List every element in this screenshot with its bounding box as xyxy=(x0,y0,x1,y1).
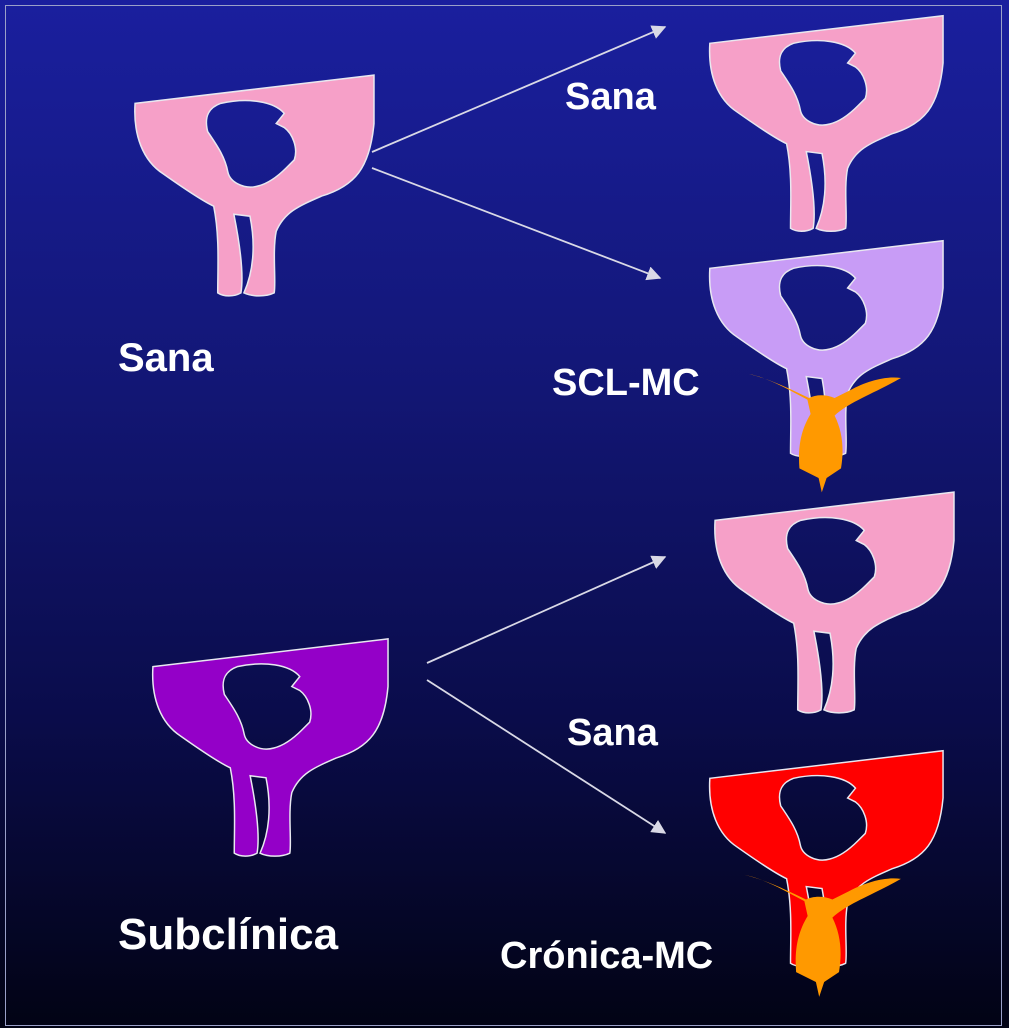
udder-healthy-icon xyxy=(710,16,943,231)
label-sana-top-right: Sana xyxy=(565,76,656,119)
label-sana-bottom-right: Sana xyxy=(567,712,658,755)
label-chronic-mc: Crónica-MC xyxy=(500,935,713,978)
arrow-icon xyxy=(372,168,660,278)
label-scl-mc: SCL-MC xyxy=(552,362,700,405)
udder-healthy-icon xyxy=(135,75,374,296)
udder-subclinical-icon xyxy=(153,639,388,856)
arrow-icon xyxy=(427,557,665,663)
udder-healthy-icon xyxy=(715,492,954,713)
label-sana-top-left: Sana xyxy=(118,336,214,381)
arrow-icon xyxy=(427,680,665,833)
label-subclinical: Subclínica xyxy=(118,910,338,960)
